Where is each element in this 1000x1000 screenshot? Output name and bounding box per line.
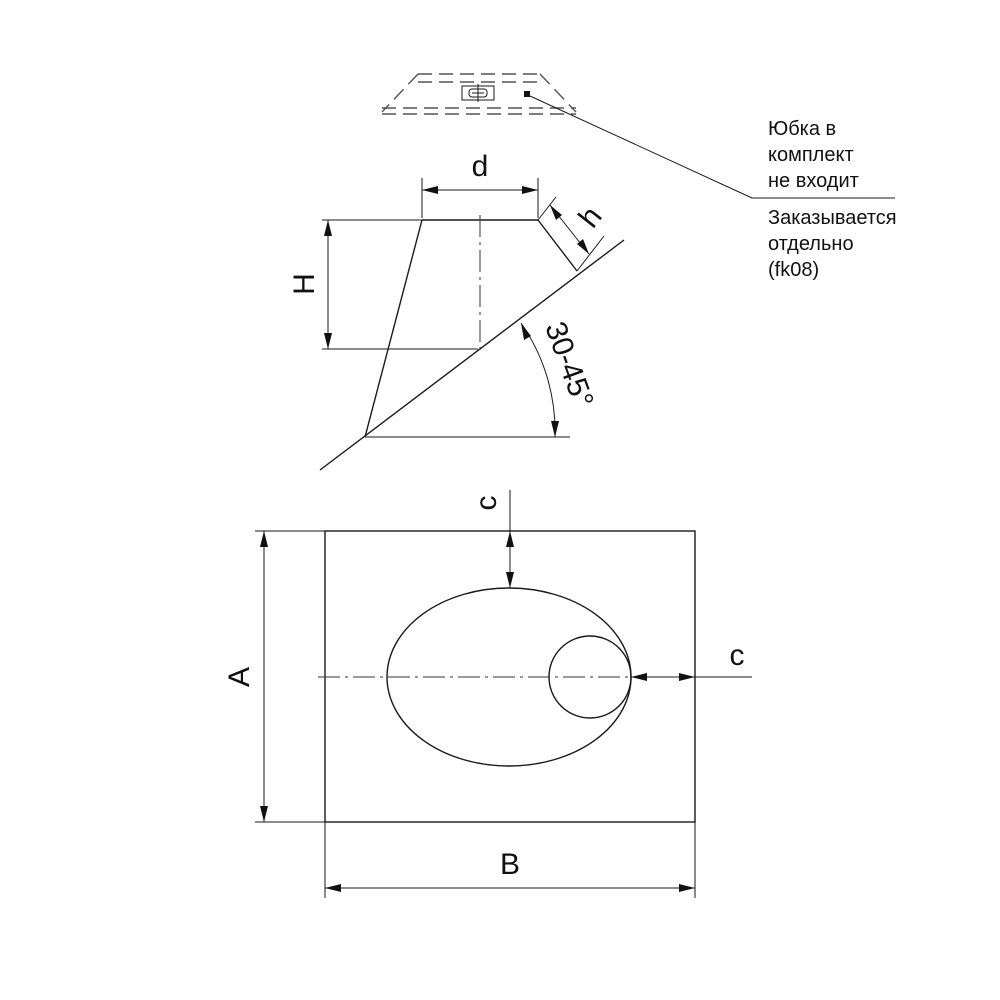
roof-line <box>319 239 625 471</box>
note-line-5: отдельно <box>768 233 854 255</box>
label-h: h <box>572 200 608 233</box>
note-line-4: Заказывается <box>768 207 897 229</box>
label-B: B <box>500 848 520 881</box>
label-c-top: c <box>470 496 503 511</box>
leader-line <box>529 95 753 199</box>
side-view <box>319 178 625 471</box>
skirt-view <box>381 73 895 199</box>
note-line-3: не входит <box>768 170 859 192</box>
note-line-6: (fk08) <box>768 259 819 281</box>
clamp-icon <box>461 84 495 102</box>
label-d: d <box>472 150 489 183</box>
label-c-right: c <box>730 639 745 672</box>
label-A: A <box>223 667 256 687</box>
marker-dot <box>524 91 530 97</box>
label-angle: 30-45° <box>538 317 599 412</box>
plan-view <box>255 490 752 898</box>
note-line-2: комплект <box>768 144 854 166</box>
label-H: H <box>288 273 321 295</box>
note-line-1: Юбка в <box>768 118 836 140</box>
